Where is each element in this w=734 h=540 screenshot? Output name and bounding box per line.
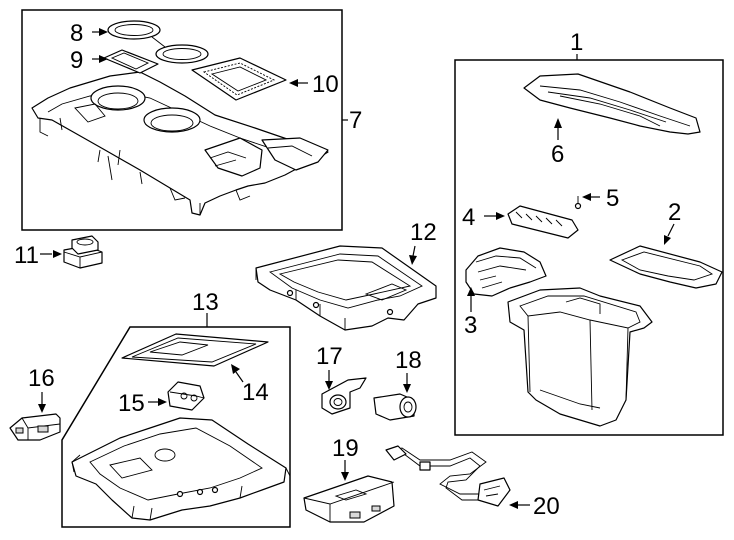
part-20-harness	[385, 445, 511, 507]
part-7-console-trim	[31, 71, 329, 216]
callout-1: 1	[570, 29, 583, 56]
part-11-switch	[63, 235, 103, 269]
callout-2: 2	[668, 199, 681, 226]
callout-7: 7	[349, 107, 362, 134]
callout-3: 3	[464, 312, 477, 339]
callout-10: 10	[312, 71, 339, 98]
part-1-bin	[507, 287, 653, 427]
callout-4: 4	[462, 204, 475, 231]
callout-16: 16	[28, 365, 55, 392]
callout-9: 9	[70, 47, 83, 74]
callout-8: 8	[70, 20, 83, 47]
callout-5: 5	[606, 185, 619, 212]
callout-12: 12	[410, 219, 437, 246]
part-15-switch	[167, 381, 205, 411]
group-frame-13	[61, 326, 291, 528]
part-13-lower-housing	[71, 417, 291, 521]
part-14-lid	[121, 333, 269, 367]
callout-15: 15	[118, 390, 145, 417]
part-3-hinge	[465, 247, 547, 297]
callout-13: 13	[192, 289, 219, 316]
group-frame-1	[454, 59, 724, 436]
callout-20: 20	[533, 493, 560, 520]
part-4-latch	[507, 205, 579, 239]
leader-lines	[38, 28, 675, 509]
part-16-module	[9, 413, 61, 441]
part-19-box	[303, 475, 395, 523]
callout-14: 14	[242, 379, 269, 406]
part-17-socket	[321, 377, 367, 415]
part-10-tray-mat	[191, 57, 287, 101]
part-8-ring	[107, 20, 209, 64]
part-2-tray	[609, 245, 723, 289]
callout-6: 6	[551, 141, 564, 168]
callout-18: 18	[395, 347, 422, 374]
callout-19: 19	[332, 435, 359, 462]
part-6-armrest	[523, 73, 701, 135]
part-18-outlet	[373, 393, 417, 421]
part-5-pin	[574, 196, 582, 210]
part-12-bracket	[255, 245, 437, 331]
callout-17: 17	[316, 343, 343, 370]
callout-11: 11	[14, 242, 39, 269]
part-9-mat	[103, 49, 159, 74]
